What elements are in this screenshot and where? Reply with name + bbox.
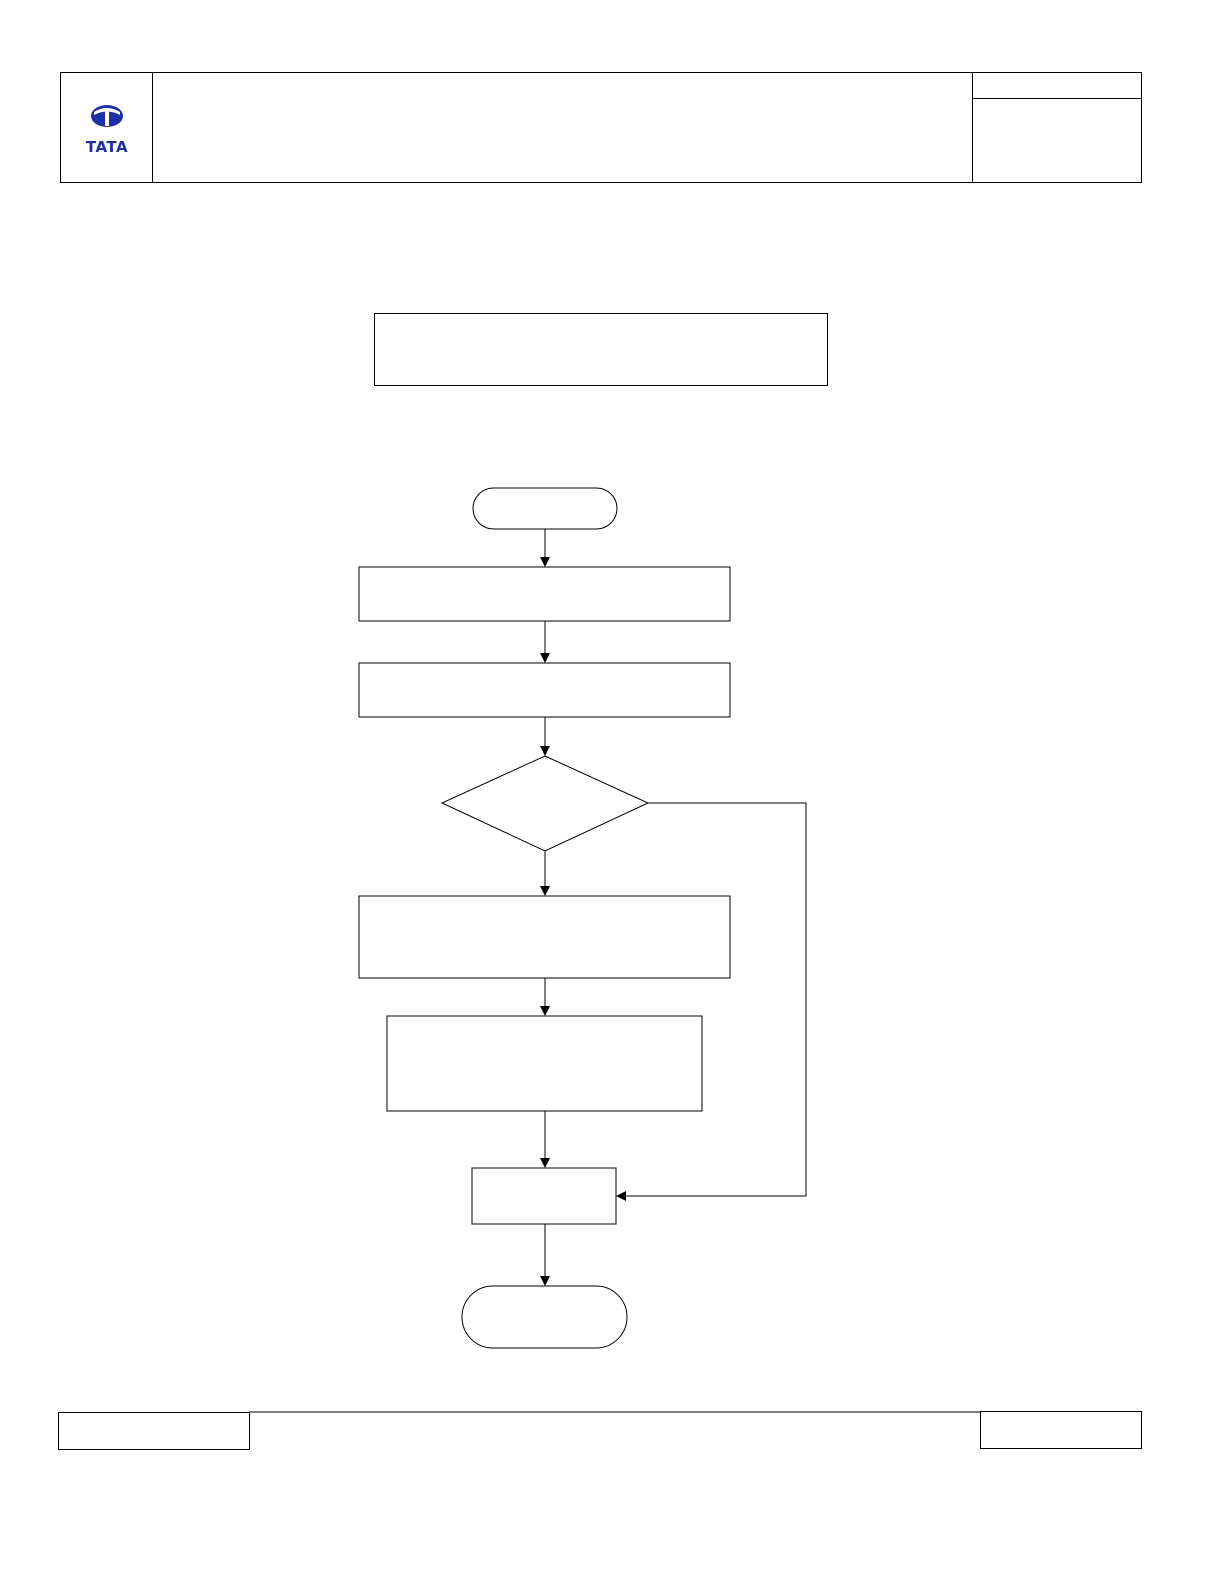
process-step-1: [358, 566, 731, 622]
start-terminator: [472, 487, 618, 530]
process-step-4: [386, 1015, 703, 1112]
header-title-cell: [152, 72, 973, 183]
logo-text: TATA: [86, 138, 128, 156]
edge-decision-to-step5-bypass: [616, 802, 807, 1201]
process-step-5: [471, 1167, 617, 1225]
header-ref-bottom-cell: [972, 98, 1142, 183]
process-step-2: [358, 662, 731, 718]
header-logo-cell: TATA: [60, 72, 153, 183]
footer-left-cell: [58, 1412, 250, 1450]
title-box: [374, 313, 828, 386]
tata-logo-icon: TATA: [86, 105, 128, 156]
decision-diamond: [440, 755, 650, 852]
footer-right-cell: [980, 1411, 1142, 1449]
end-terminator: [461, 1285, 628, 1349]
process-step-3: [358, 895, 731, 979]
